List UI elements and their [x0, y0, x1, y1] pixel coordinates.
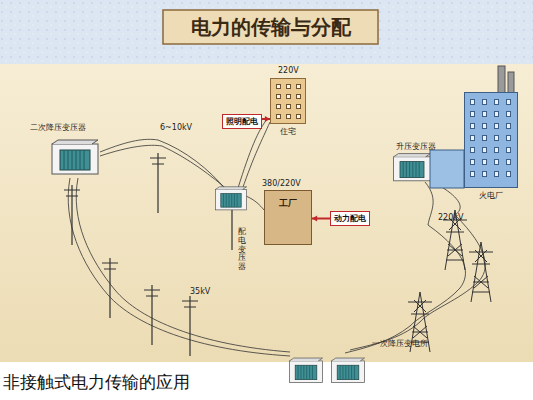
window [482, 135, 487, 141]
window [506, 135, 511, 141]
voltage-or-part-label: 220V [278, 67, 299, 76]
callout-arrow [312, 215, 330, 221]
window [506, 123, 511, 129]
power-plant: 火电厂 [464, 92, 518, 188]
window [506, 171, 511, 177]
window [276, 104, 281, 109]
voltage-or-part-label: 二次降压变压器 [30, 124, 86, 133]
node-text: 工厂 [265, 191, 311, 210]
window [494, 135, 499, 141]
window [470, 135, 475, 141]
node-text: 动力配电 [334, 213, 366, 224]
node-text: 住宅 [280, 126, 296, 137]
window [470, 123, 475, 129]
window [482, 159, 487, 165]
voltage-or-part-label: 配电变压器 [238, 228, 246, 272]
node-text: 火电厂 [479, 190, 503, 201]
callout-arrow [262, 116, 270, 122]
window [470, 147, 475, 153]
window [286, 84, 291, 89]
window [276, 94, 281, 99]
window [470, 159, 475, 165]
title: 电力的传输与分配 [163, 10, 378, 44]
window [482, 99, 487, 105]
window [482, 147, 487, 153]
window [470, 111, 475, 117]
callout-box: 动力配电 [330, 211, 370, 226]
voltage-or-part-label: 升压变压器 [396, 143, 436, 152]
window [494, 171, 499, 177]
window [286, 94, 291, 99]
window [494, 111, 499, 117]
window [296, 104, 301, 109]
window [296, 84, 301, 89]
window [494, 99, 499, 105]
window [470, 171, 475, 177]
window [482, 123, 487, 129]
window [506, 159, 511, 165]
node-text: 照明配电 [226, 116, 258, 127]
window [506, 147, 511, 153]
caption: 非接触式电力传输的应用 [3, 372, 190, 392]
window [470, 99, 475, 105]
window [482, 171, 487, 177]
window [494, 123, 499, 129]
voltage-or-part-label: 6~10kV [160, 124, 192, 133]
voltage-or-part-label: 一次降压变电所 [372, 340, 428, 349]
voltage-or-part-label: 220kV [438, 214, 463, 223]
window [276, 114, 281, 119]
window [482, 111, 487, 117]
window [286, 104, 291, 109]
factory-building: 工厂 [264, 190, 312, 245]
window [296, 94, 301, 99]
window [296, 114, 301, 119]
voltage-or-part-label: 380/220V [262, 180, 301, 189]
voltage-or-part-label: 35kV [190, 288, 210, 297]
house-building: 住宅 [270, 78, 306, 124]
window [494, 147, 499, 153]
window [506, 99, 511, 105]
window [276, 84, 281, 89]
window [494, 159, 499, 165]
callout-box: 照明配电 [222, 114, 262, 129]
window [506, 111, 511, 117]
window [286, 114, 291, 119]
